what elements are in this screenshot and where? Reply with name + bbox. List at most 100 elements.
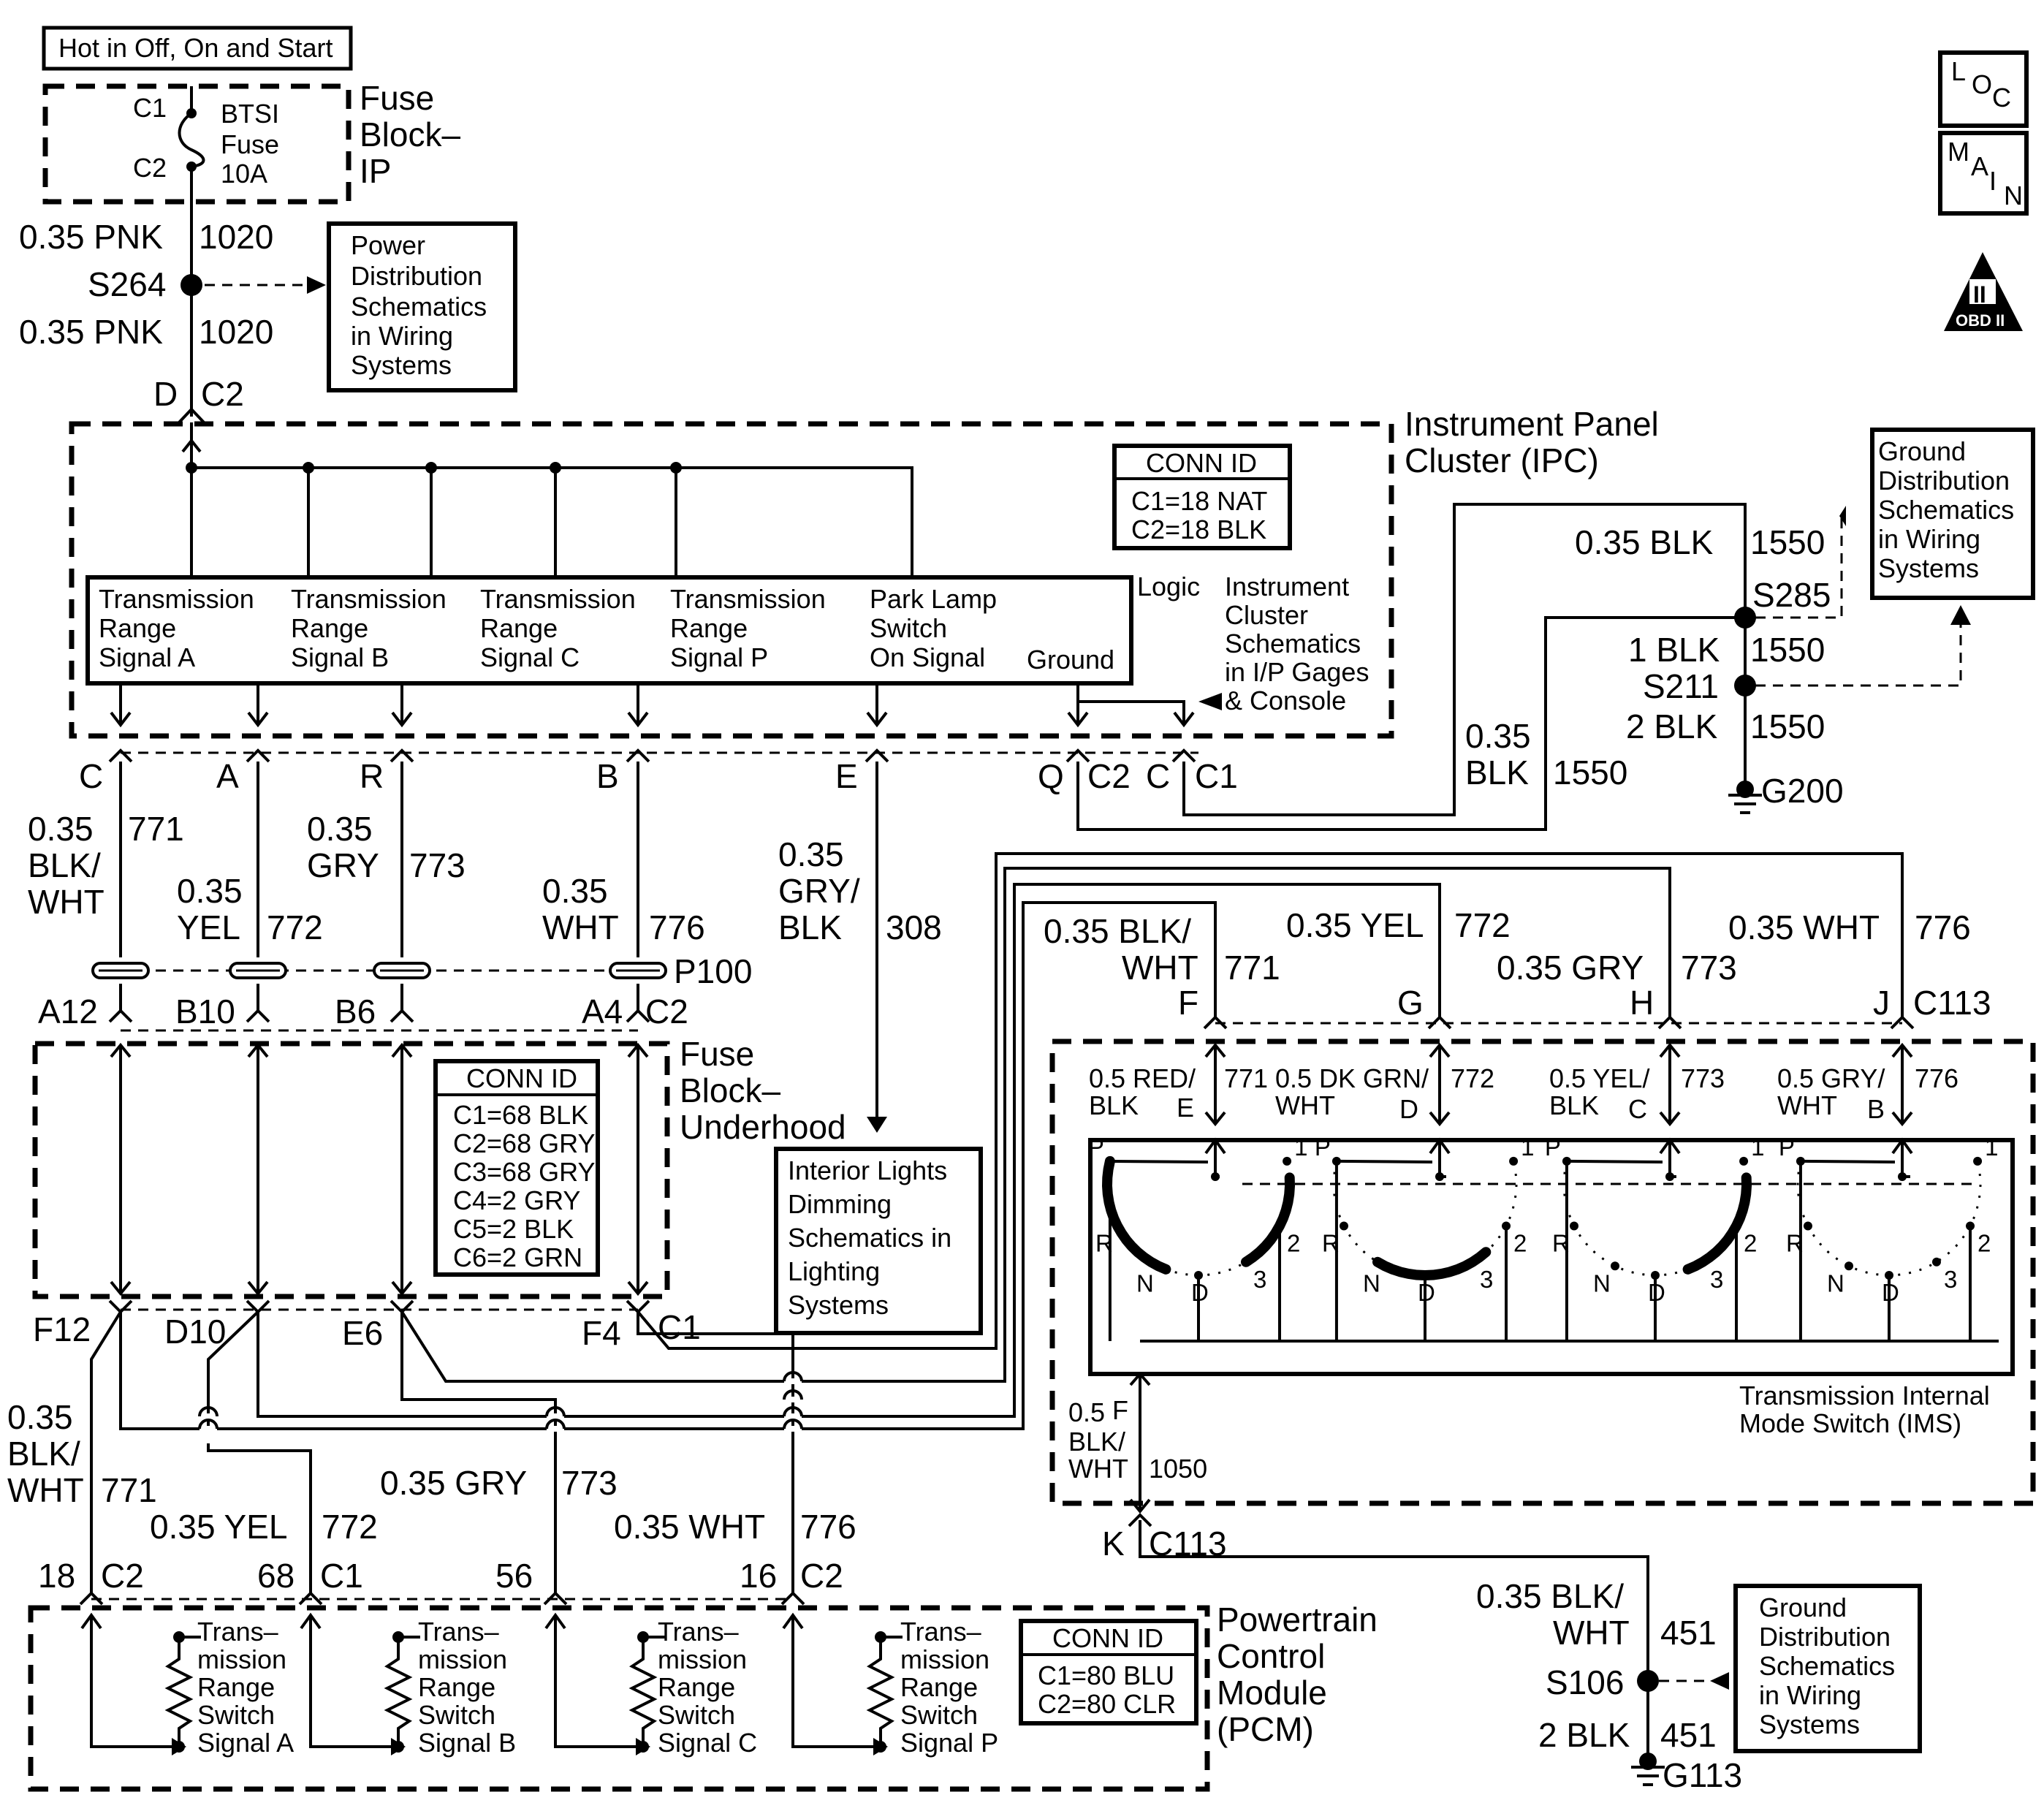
ims-terminal [1803, 1221, 1812, 1231]
svg-text:S285: S285 [1752, 576, 1831, 614]
svg-text:C2=18 BLK: C2=18 BLK [1131, 515, 1266, 544]
svg-text:0.35: 0.35 [307, 810, 373, 848]
cluster-schematics-ref[interactable]: Instrument Cluster Schematics in I/P Gag… [1225, 572, 1369, 715]
ims-position-label: P [1779, 1134, 1795, 1161]
pcm-signal-p-label: Trans– mission Range Switch Signal P [900, 1617, 998, 1758]
svg-text:Signal A: Signal A [99, 642, 195, 672]
svg-text:Lighting: Lighting [788, 1256, 880, 1286]
svg-text:E: E [1177, 1093, 1194, 1123]
loc-button[interactable]: L O C [1938, 50, 2029, 128]
interior-lights-arrow [867, 1117, 887, 1133]
svg-text:G: G [1397, 984, 1424, 1022]
obd-ii-icon[interactable]: II OBD II [1944, 252, 2023, 331]
svg-text:Trans–: Trans– [900, 1617, 981, 1647]
btsi-fuse: C1 C2 BTSI Fuse 10A [133, 86, 279, 202]
svg-text:Schematics: Schematics [1759, 1651, 1895, 1681]
svg-text:0.5 DK GRN/: 0.5 DK GRN/ [1275, 1063, 1429, 1093]
svg-text:C2: C2 [201, 375, 244, 413]
svg-text:BLK: BLK [1465, 753, 1529, 791]
svg-text:Signal B: Signal B [418, 1728, 516, 1758]
ground-g200-circuit [1076, 503, 1971, 831]
svg-text:773: 773 [1681, 1063, 1725, 1093]
svg-text:E6: E6 [342, 1314, 383, 1352]
pcm-resistor [866, 1637, 895, 1747]
ims-terminal [1611, 1261, 1620, 1271]
svg-text:A12: A12 [38, 992, 98, 1030]
ims-position-label: N [1136, 1269, 1154, 1296]
svg-text:Trans–: Trans– [197, 1617, 278, 1647]
svg-text:C1: C1 [133, 93, 167, 123]
svg-text:18: 18 [38, 1557, 75, 1595]
svg-text:Cluster: Cluster [1225, 600, 1308, 630]
svg-text:Switch: Switch [197, 1700, 275, 1730]
ipc-signal-c: Transmission Range Signal C [480, 584, 636, 672]
svg-text:G200: G200 [1761, 772, 1844, 810]
svg-text:Systems: Systems [1878, 553, 1979, 583]
svg-text:C1=68 BLK: C1=68 BLK [453, 1100, 588, 1130]
pcm-signal-c-label: Trans– mission Range Switch Signal C [658, 1617, 757, 1758]
svg-text:WHT: WHT [1553, 1614, 1630, 1652]
ground-g200-labels: 0.35 BLK 1550 S285 1 BLK 1550 S211 2 BLK… [1465, 523, 1844, 810]
svg-text:Range: Range [418, 1672, 495, 1702]
svg-text:BLK/: BLK/ [7, 1435, 80, 1473]
ground-distribution-ref-top[interactable]: Ground Distribution Schematics in Wiring… [1870, 428, 2035, 600]
svg-text:Signal A: Signal A [197, 1728, 294, 1758]
svg-text:OBD II: OBD II [1956, 311, 2005, 330]
crossover-hop [783, 1419, 803, 1430]
svg-text:Instrument Panel: Instrument Panel [1405, 405, 1659, 443]
svg-text:776: 776 [649, 908, 705, 946]
svg-text:CONN ID: CONN ID [466, 1063, 577, 1093]
power-distribution-ref[interactable]: Power Distribution Schematics in Wiring … [327, 221, 517, 392]
svg-text:1050: 1050 [1149, 1454, 1207, 1484]
ims-title: Transmission Internal Mode Switch (IMS) [1739, 1381, 1990, 1438]
ipc-logic-label: Logic [1137, 572, 1200, 601]
ims-position-label: R [1322, 1229, 1340, 1256]
svg-text:10A: 10A [221, 159, 267, 189]
ground-distribution-ref-bottom[interactable]: Ground Distribution Schematics in Wiring… [1733, 1584, 1922, 1753]
svg-text:BLK: BLK [1089, 1090, 1139, 1120]
ims-position-label: N [1593, 1269, 1611, 1296]
ims-position-label: N [1363, 1269, 1380, 1296]
interior-lights-ref[interactable]: Interior Lights Dimming Schematics in Li… [774, 1147, 983, 1335]
svg-text:C1=18 NAT: C1=18 NAT [1131, 486, 1267, 516]
pcm-resistor [164, 1637, 194, 1747]
ims-position-label: R [1552, 1229, 1570, 1256]
svg-text:Signal C: Signal C [480, 642, 580, 672]
svg-text:0.35: 0.35 [778, 835, 844, 873]
svg-text:Schematics: Schematics [1225, 629, 1361, 658]
svg-text:Fuse: Fuse [680, 1035, 754, 1073]
svg-text:Power: Power [351, 230, 425, 260]
main-button[interactable]: M A I N [1938, 131, 2029, 216]
svg-text:C2: C2 [800, 1557, 843, 1595]
ims-position-label: 1 [1294, 1134, 1307, 1161]
ims-position-label: 2 [1287, 1229, 1300, 1256]
ims-position-label: P [1315, 1134, 1331, 1161]
svg-text:C113: C113 [1913, 984, 1991, 1022]
svg-text:Schematics in: Schematics in [788, 1223, 951, 1253]
svg-text:F4: F4 [582, 1314, 621, 1352]
pcm-resistor [384, 1637, 413, 1747]
svg-text:Mode Switch (IMS): Mode Switch (IMS) [1739, 1408, 1961, 1438]
svg-text:C1: C1 [320, 1557, 363, 1595]
ims-position-label: 3 [1944, 1266, 1957, 1293]
svg-text:Transmission Internal: Transmission Internal [1739, 1381, 1990, 1411]
svg-text:0.35 YEL: 0.35 YEL [150, 1508, 287, 1546]
svg-text:Signal C: Signal C [658, 1728, 757, 1758]
svg-text:D10: D10 [164, 1313, 226, 1351]
ims-terminal [1931, 1257, 1941, 1267]
svg-text:Trans–: Trans– [658, 1617, 739, 1647]
ims-position-label: 1 [1985, 1134, 1998, 1161]
ims-terminal [1241, 1257, 1250, 1267]
svg-text:GRY: GRY [307, 846, 379, 884]
ipc-logic-box [86, 575, 1133, 686]
svg-text:N: N [2004, 181, 2023, 210]
svg-text:C2: C2 [133, 153, 167, 183]
ims-ground-wire: 0.5 F BLK/ WHT 1050 [1068, 1371, 1207, 1514]
ims-terminal [1154, 1261, 1163, 1271]
svg-text:773: 773 [561, 1464, 618, 1502]
svg-text:2 BLK: 2 BLK [1538, 1716, 1630, 1754]
svg-text:R: R [360, 757, 384, 795]
svg-text:0.35 GRY: 0.35 GRY [1497, 949, 1644, 987]
ims-terminal [1973, 1156, 1983, 1166]
svg-text:C1=80 BLU: C1=80 BLU [1038, 1660, 1174, 1690]
